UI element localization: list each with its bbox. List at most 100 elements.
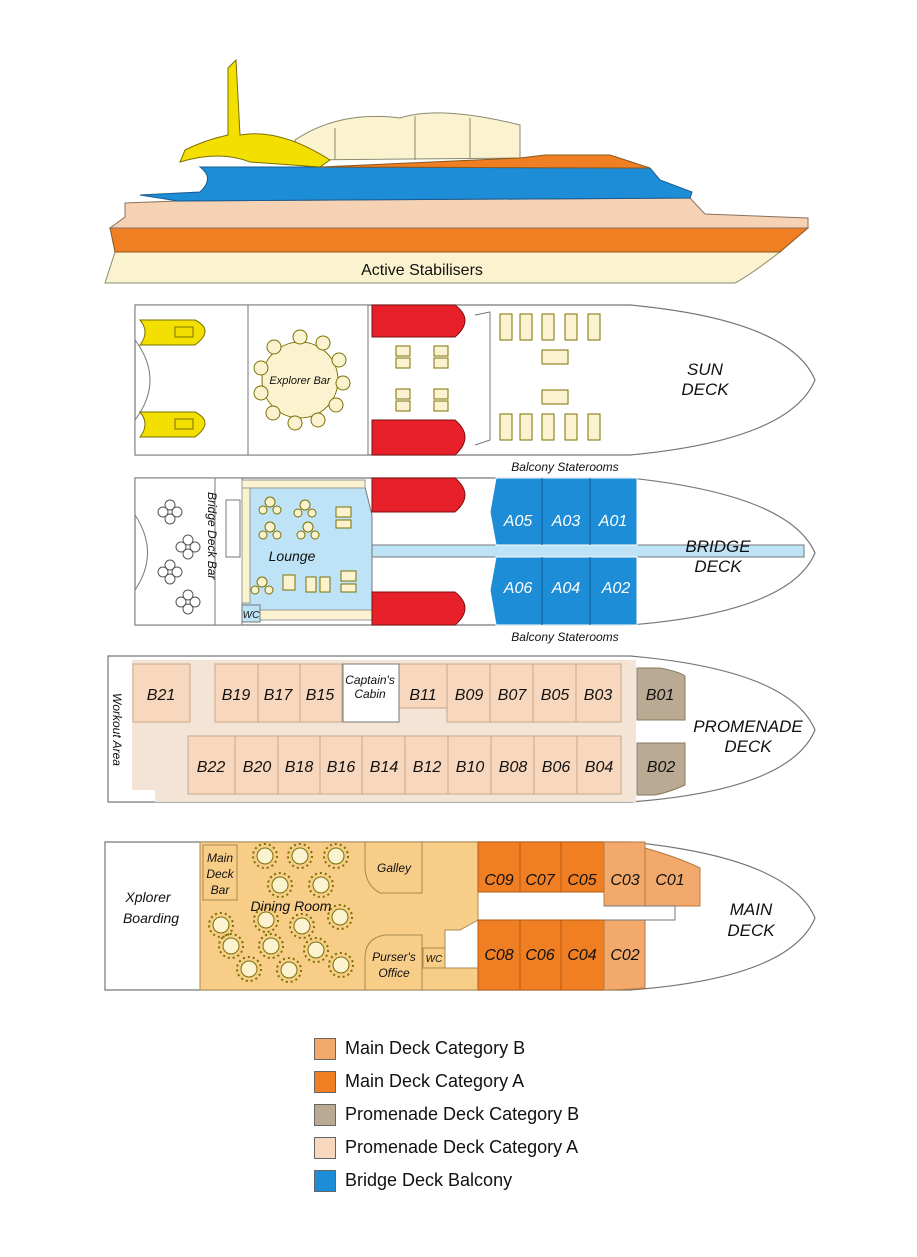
main-deck-step — [604, 905, 676, 921]
boarding-line2: Boarding — [123, 910, 179, 926]
captains-cabin-line2: Cabin — [354, 687, 386, 701]
hull-cream-band — [104, 251, 782, 284]
balcony-top-label: Balcony Staterooms — [511, 460, 618, 474]
canopy-shape — [294, 112, 521, 161]
main-bar-line1: Main — [207, 851, 233, 865]
tender-cabin-top — [174, 326, 194, 338]
sun-deck-title-line1: SUN — [687, 360, 724, 379]
promenade-cabins-cat-a — [132, 663, 622, 795]
cabin-c02: C02 — [610, 947, 639, 964]
canopy-ribs — [334, 116, 471, 160]
peach-deck-band — [108, 197, 809, 229]
legend-item: Main Deck Category A — [314, 1065, 579, 1098]
bridge-deck-aft — [134, 477, 216, 626]
bridge-deck-title-line1: BRIDGE — [685, 537, 751, 556]
cabin-b05: B05 — [541, 687, 570, 704]
main-bar-line3: Bar — [211, 883, 231, 897]
cabin-c04: C04 — [567, 947, 596, 964]
cabin-a02: A02 — [601, 580, 631, 597]
balcony-block-top — [489, 477, 638, 546]
bridge-bar-label: Bridge Deck Bar — [205, 492, 219, 580]
bridge-red-bottom — [371, 591, 466, 626]
cabin-b03: B03 — [584, 687, 613, 704]
bridge-deck-title-line2: DECK — [694, 557, 742, 576]
legend-label: Bridge Deck Balcony — [345, 1170, 513, 1190]
legend: Main Deck Category B Main Deck Category … — [314, 1032, 579, 1197]
cabin-b02: B02 — [647, 759, 676, 776]
hull-orange-band — [109, 227, 810, 253]
tender-boat-top — [138, 319, 206, 346]
main-bar-line2: Deck — [206, 867, 234, 881]
main-cabins-cat-a — [477, 841, 605, 991]
cabin-b19: B19 — [222, 687, 251, 704]
cabin-b16: B16 — [327, 759, 356, 776]
galley-label: Galley — [377, 861, 412, 875]
cabin-a01: A01 — [598, 513, 627, 530]
legend-label: Main Deck Category A — [345, 1071, 525, 1091]
cabin-b01: B01 — [646, 687, 674, 704]
balcony-block-bottom — [489, 556, 638, 626]
legend-item: Bridge Deck Balcony — [314, 1164, 579, 1197]
legend-swatch — [314, 1037, 336, 1060]
sun-loungers — [499, 313, 601, 441]
stabilisers-label: Active Stabilisers — [361, 262, 483, 279]
legend-item: Promenade Deck Category A — [314, 1131, 579, 1164]
cabin-b11: B11 — [409, 687, 436, 704]
captains-cabin-line1: Captain's — [345, 673, 395, 687]
pursers-office-box — [364, 934, 423, 991]
legend-item: Main Deck Category B — [314, 1032, 579, 1065]
ship-profile: Active Stabilisers — [104, 58, 810, 284]
cabin-b17: B17 — [264, 687, 294, 704]
galley-box — [364, 841, 423, 894]
sun-deck: Explorer Bar SUN DECK — [134, 304, 816, 456]
legend-label: Promenade Deck Category B — [345, 1104, 580, 1124]
cabin-b07: B07 — [498, 687, 528, 704]
sun-deck-title-line2: DECK — [681, 380, 729, 399]
captains-cabin-box — [342, 663, 400, 723]
cabin-a04: A04 — [551, 580, 581, 597]
explorer-bar-table: Explorer Bar — [253, 329, 351, 431]
legend-label: Promenade Deck Category A — [345, 1137, 579, 1157]
cabin-b01-box — [636, 667, 686, 721]
promenade-deck-title-line2: DECK — [724, 737, 772, 756]
legend-swatch — [314, 1136, 336, 1159]
cabin-b22: B22 — [197, 759, 226, 776]
tender-cabin-bottom — [174, 418, 194, 430]
cabin-c01-box — [644, 847, 701, 907]
cabin-b06: B06 — [542, 759, 571, 776]
balcony-bottom-label: Balcony Staterooms — [511, 630, 618, 644]
legend-swatch — [314, 1070, 336, 1093]
cabin-c06: C06 — [525, 947, 554, 964]
bridge-bar-counter — [225, 499, 241, 558]
bridge-red-top — [371, 477, 466, 513]
bridge-wc-label: WC — [243, 610, 260, 621]
cabin-b02-box — [636, 742, 686, 796]
legend-item: Promenade Deck Category B — [314, 1098, 579, 1131]
workout-area-label: Workout Area — [110, 693, 124, 766]
sun-deck-inner-line — [474, 311, 491, 446]
cabin-b08: B08 — [499, 759, 528, 776]
dining-room-label: Dining Room — [251, 898, 332, 914]
bridge-deck: Balcony Staterooms Bridge Deck Bar — [134, 460, 816, 644]
pursers-line1: Purser's — [372, 950, 416, 964]
main-deck-bar-box — [202, 844, 238, 901]
main-deck: Xplorer Boarding Main Deck Bar Dining Ro… — [104, 841, 816, 991]
cabin-c02-box — [603, 919, 646, 991]
cabin-b21: B21 — [147, 687, 175, 704]
promenade-deck-title-line1: PROMENADE — [693, 717, 803, 736]
balcony-dividers — [541, 478, 591, 625]
red-element-bottom — [371, 419, 466, 456]
main-wc-label: WC — [426, 954, 443, 965]
cabin-a06: A06 — [503, 580, 533, 597]
cabin-c05: C05 — [567, 872, 596, 889]
legend-swatch — [314, 1169, 336, 1192]
main-deck-title-line2: DECK — [727, 921, 775, 940]
promenade-deck: Workout Area B21 B19 B17 B15 Captain's C… — [107, 655, 816, 803]
main-wc-box — [422, 947, 446, 969]
legend-label: Main Deck Category B — [345, 1038, 526, 1058]
mast-and-arch — [179, 58, 331, 168]
tender-boat-bottom — [138, 411, 206, 438]
explorer-bar-label: Explorer Bar — [269, 375, 331, 387]
cabin-b12: B12 — [413, 759, 442, 776]
